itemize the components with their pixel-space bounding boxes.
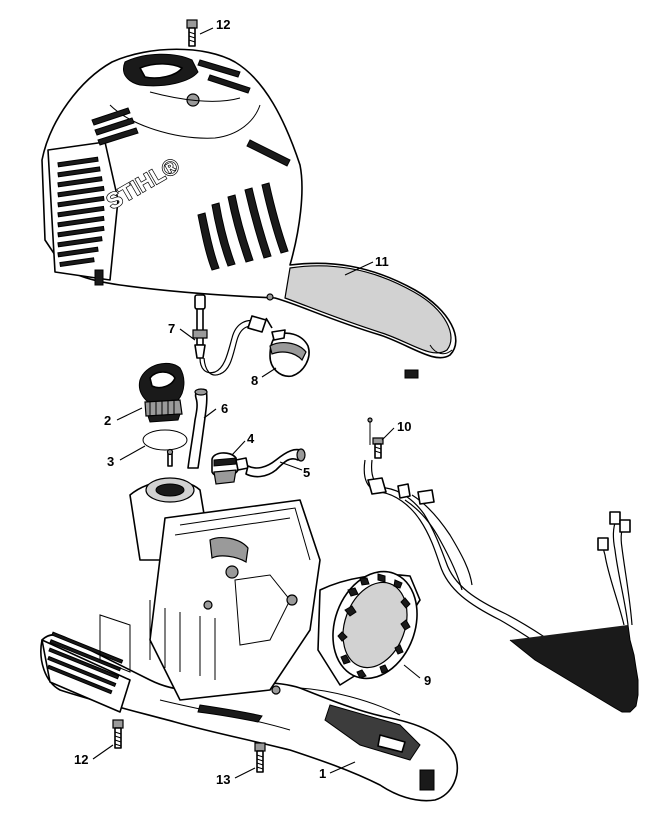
- screw-part-13: [254, 742, 266, 773]
- bent-tube-part-5: [245, 448, 306, 478]
- callout-9: 9: [424, 673, 431, 688]
- callout-10: 10: [397, 419, 411, 434]
- callout-1: 1: [319, 766, 326, 781]
- screw-part-10: [367, 417, 384, 459]
- o-ring-part-3: [142, 429, 188, 467]
- callout-3: 3: [107, 454, 114, 469]
- wiring-harness: [363, 459, 639, 713]
- side-vent-slots: [197, 139, 291, 271]
- fuel-tube-part-7: [192, 294, 267, 376]
- lower-housing-part-1: [40, 477, 459, 802]
- top-vent-slots: [91, 59, 251, 146]
- callout-8: 8: [251, 373, 258, 388]
- fuel-cap-part-2: [138, 362, 185, 423]
- callout-11: 11: [375, 254, 389, 269]
- callout-labels: 12 11 7 8 2 6 3 4 5 10 9 12 13 1: [74, 17, 431, 787]
- callout-7: 7: [168, 321, 175, 336]
- front-grille: [47, 141, 119, 281]
- callout-2: 2: [104, 413, 111, 428]
- callout-4: 4: [247, 431, 255, 446]
- callout-12-top: 12: [216, 17, 230, 32]
- callout-12-bottom: 12: [74, 752, 88, 767]
- hose-part-6: [187, 388, 208, 469]
- fan-housing-part-9: [317, 570, 421, 686]
- callout-13: 13: [216, 772, 230, 787]
- fuel-filter-part-8: [265, 317, 310, 378]
- screw-top-part-12: [186, 19, 198, 47]
- leader-lines: [92, 27, 421, 779]
- callout-5: 5: [303, 465, 310, 480]
- engine-housing-part-11: STIHL®: [41, 48, 457, 379]
- screw-bottom-left-part-12: [112, 719, 124, 749]
- callout-6: 6: [221, 401, 228, 416]
- valve-part-4: [211, 452, 249, 485]
